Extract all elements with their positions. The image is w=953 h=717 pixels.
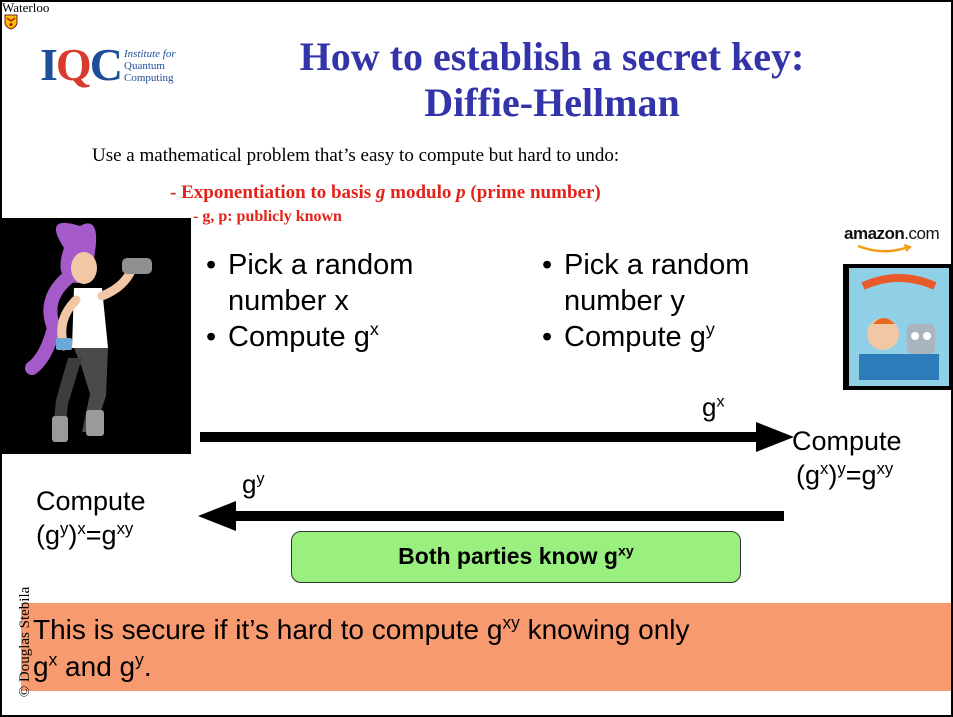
iqc-logo-text: Institute for Quantum Computing — [124, 48, 176, 84]
amazon-logo-box: amazon.com — [838, 220, 951, 390]
list-item: •Pick a random — [206, 249, 414, 281]
iqc-logo-mark: IQC — [40, 39, 123, 90]
futurama-dvd-cover-image — [843, 264, 951, 390]
amazon-smile-icon — [857, 244, 912, 253]
university-crest-icon — [4, 14, 18, 30]
copyright-notice: © Douglas Stebila — [17, 586, 33, 698]
bullet-dot-icon: • — [542, 321, 553, 353]
arrow-bottom-label: gy — [242, 469, 265, 499]
receiver-steps-list: •Pick a random number y •Compute gy — [542, 247, 749, 355]
university-name: Waterloo — [2, 0, 50, 15]
bullet-dot-icon: • — [206, 249, 217, 281]
bullet-dot-icon: • — [542, 249, 553, 281]
exponentiation-point: - Exponentiation to basis g modulo p (pr… — [170, 182, 601, 203]
sender-steps-list: •Pick a random number x •Compute gx — [206, 247, 413, 355]
arrow-to-receiver — [200, 422, 794, 452]
list-item-continued: number x — [228, 285, 349, 317]
bullet-dot-icon: • — [206, 321, 217, 353]
slide-title: How to establish a secret key: Diffie-He… — [299, 34, 805, 125]
sender-compute: Compute (gy)x=gxy — [36, 486, 146, 550]
amazon-logo: amazon.com — [844, 224, 940, 243]
arrow-to-sender — [198, 501, 784, 531]
list-item: •Compute gx — [206, 319, 379, 353]
shared-secret-callout: Both parties know gxy — [291, 531, 741, 583]
list-item-continued: number y — [564, 285, 685, 317]
list-item: •Compute gy — [542, 319, 715, 353]
alice-character-image — [2, 218, 191, 454]
receiver-compute: Compute (gx)y=gxy — [792, 426, 902, 490]
arrow-top-label: gx — [702, 392, 725, 422]
public-params-point: - g, p: publicly known — [193, 208, 342, 225]
security-conclusion: This is secure if it’s hard to compute g… — [21, 603, 951, 691]
list-item: •Pick a random — [542, 249, 750, 281]
intro-text: Use a mathematical problem that’s easy t… — [92, 145, 620, 166]
